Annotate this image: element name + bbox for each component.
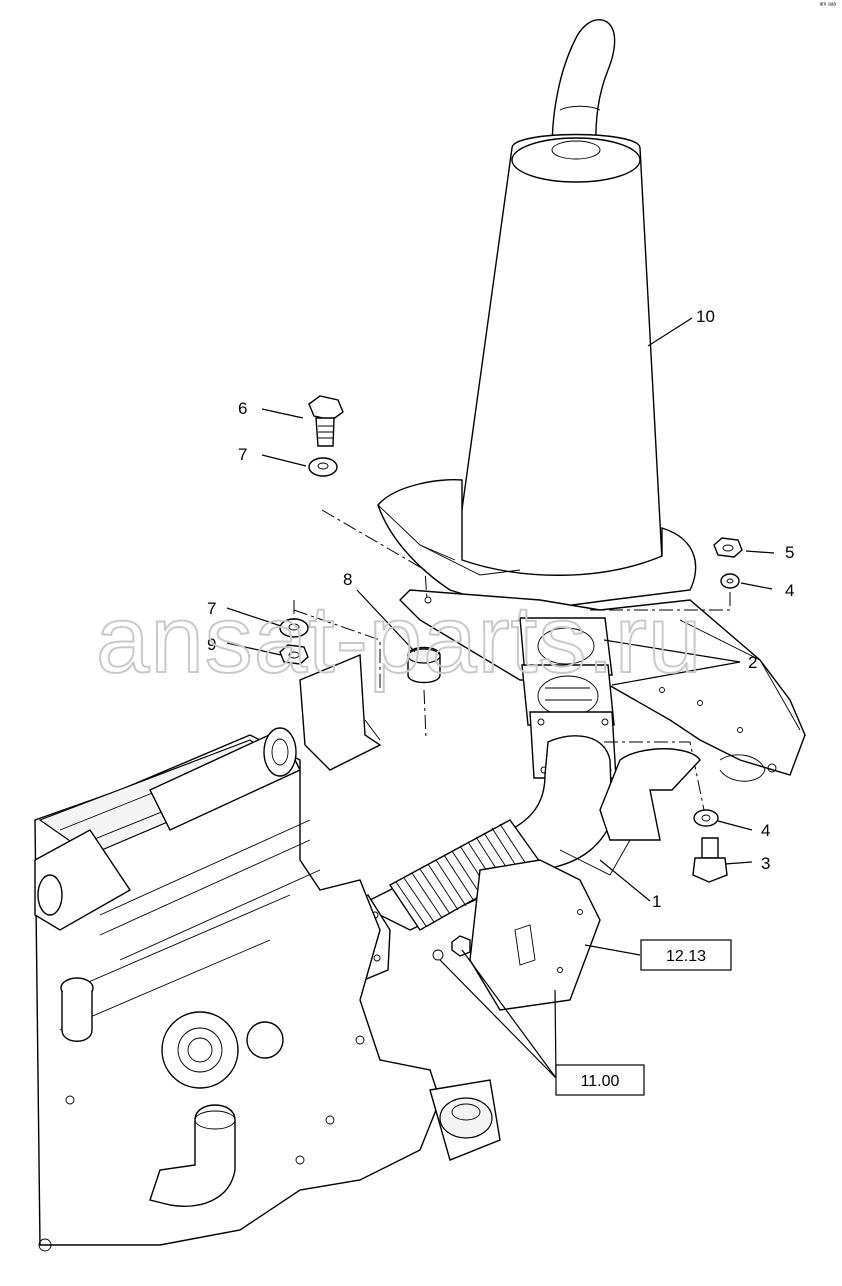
callout-6: 6 — [238, 399, 247, 418]
callout-7-upper: 7 — [238, 445, 247, 464]
hardware-left — [279, 395, 441, 739]
callout-4-lower: 4 — [761, 821, 770, 840]
corner-mark: ᵃᵐ ᵃᵃᵃ — [819, 2, 836, 9]
callout-5: 5 — [785, 543, 794, 562]
callout-8: 8 — [343, 570, 352, 589]
support-bracket — [299, 653, 701, 1011]
watermark-text: ansat-parts.ru — [96, 586, 702, 693]
reference-box-11-00[interactable]: 11.00 — [555, 1064, 645, 1096]
callout-2: 2 — [748, 653, 757, 672]
callout-labels: 1 2 3 4 4 5 6 7 7 8 9 10 — [207, 307, 794, 911]
callout-4-upper: 4 — [785, 581, 794, 600]
reference-label-12-13: 12.13 — [666, 948, 706, 965]
callout-1: 1 — [652, 892, 661, 911]
hardware-right — [590, 537, 743, 883]
callout-7-lower: 7 — [207, 599, 216, 618]
reference-box-12-13[interactable]: 12.13 — [640, 939, 732, 971]
callout-3: 3 — [761, 854, 770, 873]
muffler-stack — [377, 19, 697, 613]
callout-9: 9 — [207, 635, 216, 654]
engine-block — [34, 727, 501, 1252]
leader-lines — [226, 317, 775, 1079]
callout-10: 10 — [696, 307, 715, 326]
reference-label-11-00: 11.00 — [581, 1073, 620, 1090]
